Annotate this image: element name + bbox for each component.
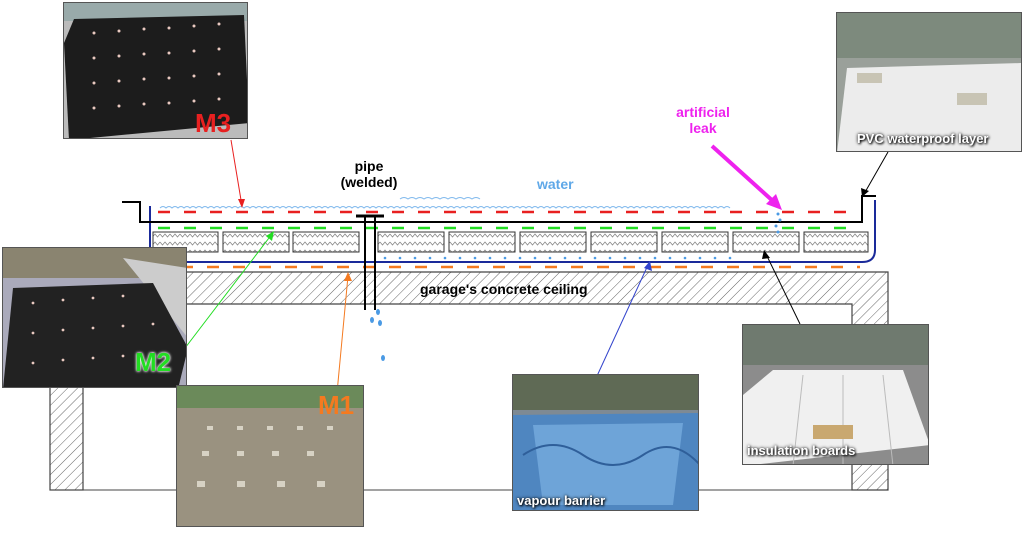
pipe bbox=[356, 214, 384, 310]
photo-insulation: insulation boards bbox=[742, 324, 929, 465]
insulation-photo-image bbox=[743, 325, 928, 464]
ceiling-label: garage's concrete ceiling bbox=[420, 281, 588, 297]
leaked-water bbox=[370, 212, 782, 361]
pipe-label-line2: (welded) bbox=[340, 174, 398, 190]
leak-label-line2: leak bbox=[689, 120, 717, 136]
pvc-layer-line bbox=[122, 195, 876, 223]
photo-m2-grid bbox=[2, 247, 187, 388]
pvc-photo-caption: PVC waterproof layer bbox=[857, 131, 989, 146]
leak-label-line1: artificial bbox=[676, 104, 730, 120]
m1-photo-image bbox=[177, 386, 363, 526]
pointer-arrows bbox=[181, 139, 889, 394]
m3-label: M3 bbox=[195, 108, 232, 138]
pipe-label: pipe (welded) bbox=[334, 158, 404, 190]
water-surface bbox=[159, 197, 731, 209]
photo-m3-grid bbox=[63, 2, 248, 139]
m2-label: M2 bbox=[135, 347, 172, 377]
pvc-photo-image bbox=[837, 13, 1021, 151]
artificial-leak-label: artificial leak bbox=[664, 104, 742, 136]
photo-m1-floor bbox=[176, 385, 364, 527]
photo-pvc-layer: PVC waterproof layer bbox=[836, 12, 1022, 152]
water-label: water bbox=[537, 176, 574, 192]
m2-photo-image bbox=[3, 248, 186, 387]
vapour-photo-caption: vapour barrier bbox=[517, 493, 606, 508]
photo-vapour-barrier: vapour barrier bbox=[512, 374, 699, 511]
vapour-photo-image bbox=[513, 375, 698, 510]
m3-photo-image bbox=[64, 3, 247, 138]
insulation-photo-caption: insulation boards bbox=[747, 443, 856, 458]
insulation-boards bbox=[152, 231, 869, 253]
vapour-barrier-line bbox=[149, 200, 876, 263]
m1-label: M1 bbox=[318, 390, 355, 420]
pipe-label-line1: pipe bbox=[354, 158, 384, 174]
